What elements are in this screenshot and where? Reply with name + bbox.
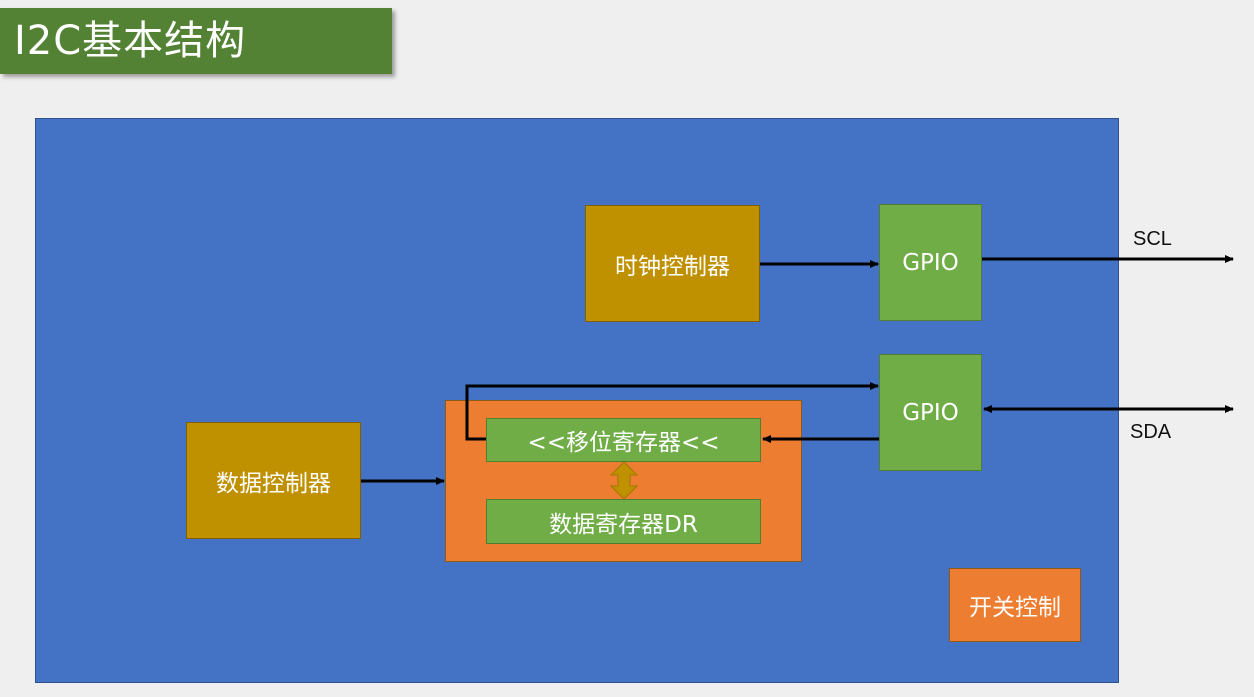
clock-controller-label: 时钟控制器 bbox=[615, 253, 730, 280]
sda-label: SDA bbox=[1130, 421, 1172, 443]
scl-label: SCL bbox=[1133, 228, 1172, 250]
shift-register-block: <<移位寄存器<< bbox=[486, 418, 761, 462]
switch-control-label: 开关控制 bbox=[969, 595, 1061, 621]
gpio-sda-block: GPIO bbox=[879, 354, 982, 471]
data-register-label: 数据寄存器DR bbox=[549, 511, 698, 538]
data-controller-block: 数据控制器 bbox=[186, 422, 361, 539]
switch-control-block: 开关控制 bbox=[949, 568, 1081, 642]
gpio-sda-label: GPIO bbox=[902, 399, 959, 426]
gpio-scl-label: GPIO bbox=[902, 249, 959, 276]
slide-title: I2C基本结构 bbox=[0, 8, 392, 74]
shift-register-label: <<移位寄存器<< bbox=[527, 430, 720, 456]
gpio-scl-block: GPIO bbox=[879, 204, 982, 321]
clock-controller-block: 时钟控制器 bbox=[585, 205, 760, 322]
data-controller-label: 数据控制器 bbox=[216, 470, 331, 497]
data-register-block: 数据寄存器DR bbox=[486, 499, 761, 544]
